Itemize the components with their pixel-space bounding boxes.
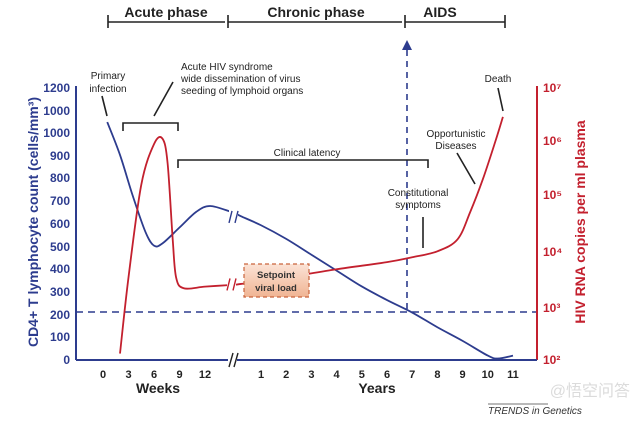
- annotation-latency: Clinical latency: [274, 148, 341, 159]
- x-tick-label-years: 2: [283, 369, 289, 381]
- left-y-tick-label: 900: [50, 149, 70, 163]
- watermark: @悟空问答: [550, 382, 630, 400]
- x-axis-label-years: Years: [358, 380, 396, 396]
- annotation-opportunistic-2: Diseases: [435, 141, 476, 152]
- x-tick-label-years: 6: [384, 369, 390, 381]
- annotation-opportunistic-1: Opportunistic: [427, 129, 486, 140]
- right-y-tick-label: 10⁴: [543, 245, 562, 259]
- phase-chronic: Chronic phase: [267, 4, 364, 20]
- x-tick-label-weeks: 0: [100, 369, 106, 381]
- x-axis-break: [228, 352, 239, 368]
- phase-acute: Acute phase: [124, 4, 207, 20]
- right-y-tick-label: 10⁶: [543, 134, 562, 148]
- x-tick-label-weeks: 6: [151, 369, 157, 381]
- annotation-acute-3: seeding of lymphoid organs: [181, 86, 303, 97]
- left-y-tick-label: 1000: [43, 104, 70, 118]
- x-tick-label-years: 11: [507, 369, 519, 381]
- annotation-primary-2: infection: [89, 84, 126, 95]
- left-y-tick-label: 1000: [43, 126, 70, 140]
- annotation-acute-2: wide dissemination of virus: [180, 74, 301, 85]
- annotation-constitutional-2: symptoms: [395, 200, 441, 211]
- cd4-curve-weeks: [106, 121, 231, 248]
- annotation-death: Death: [485, 74, 512, 85]
- x-tick-label-years: 8: [434, 369, 440, 381]
- viral-load-curve-break-mark: [226, 277, 237, 292]
- x-axis-label-weeks: Weeks: [136, 380, 180, 396]
- left-y-tick-label: 400: [50, 262, 70, 276]
- left-y-tick-label: 700: [50, 194, 70, 208]
- aids-onset-arrowhead: [402, 40, 412, 50]
- left-y-tick-label: 200: [50, 308, 70, 322]
- left-y-tick-label: 0: [63, 353, 70, 367]
- cd4-curve-years: [234, 212, 514, 360]
- left-y-tick-label: 600: [50, 217, 70, 231]
- x-tick-label-years: 9: [460, 369, 466, 381]
- x-tick-label-years: 1: [258, 369, 264, 381]
- x-tick-label-years: 10: [482, 369, 494, 381]
- left-y-tick-label: 1200: [43, 81, 70, 95]
- right-y-tick-label: 10⁷: [543, 81, 561, 95]
- right-y-tick-label: 10⁵: [543, 188, 562, 202]
- x-tick-label-weeks: 12: [199, 369, 211, 381]
- annotation-primary-1: Primary: [91, 71, 125, 82]
- x-tick-label-years: 5: [359, 369, 365, 381]
- setpoint-label-2: viral load: [255, 283, 297, 294]
- annotation-constitutional-1: Constitutional: [388, 188, 449, 199]
- viral-load-curve-weeks: [119, 136, 231, 354]
- setpoint-box: [243, 263, 310, 298]
- source-label: TRENDS in Genetics: [488, 406, 582, 417]
- left-y-axis-label: CD4+ T lymphocyte count (cells/mm³): [25, 97, 41, 347]
- left-y-tick-label: 300: [50, 285, 70, 299]
- annotation-leaders: [101, 81, 504, 248]
- x-tick-label-weeks: 9: [176, 369, 182, 381]
- left-y-tick-label: 100: [50, 330, 70, 344]
- left-y-tick-label: 800: [50, 171, 70, 185]
- annotation-acute-1: Acute HIV syndrome: [181, 62, 273, 73]
- phase-bracket-lines: [107, 15, 506, 28]
- phase-aids: AIDS: [423, 4, 456, 20]
- setpoint-label-1: Setpoint: [257, 270, 296, 281]
- right-y-axis-label: HIV RNA copies per ml plasma: [572, 120, 588, 324]
- x-tick-label-weeks: 3: [125, 369, 131, 381]
- right-y-tick-label: 10²: [543, 353, 560, 367]
- left-y-tick-label: 500: [50, 240, 70, 254]
- x-tick-label-years: 3: [308, 369, 314, 381]
- x-tick-label-years: 7: [409, 369, 415, 381]
- x-tick-label-years: 4: [334, 369, 341, 381]
- phase-bar: [107, 15, 506, 28]
- right-y-tick-label: 10³: [543, 301, 560, 315]
- cd4-curve-break-mark: [228, 209, 239, 224]
